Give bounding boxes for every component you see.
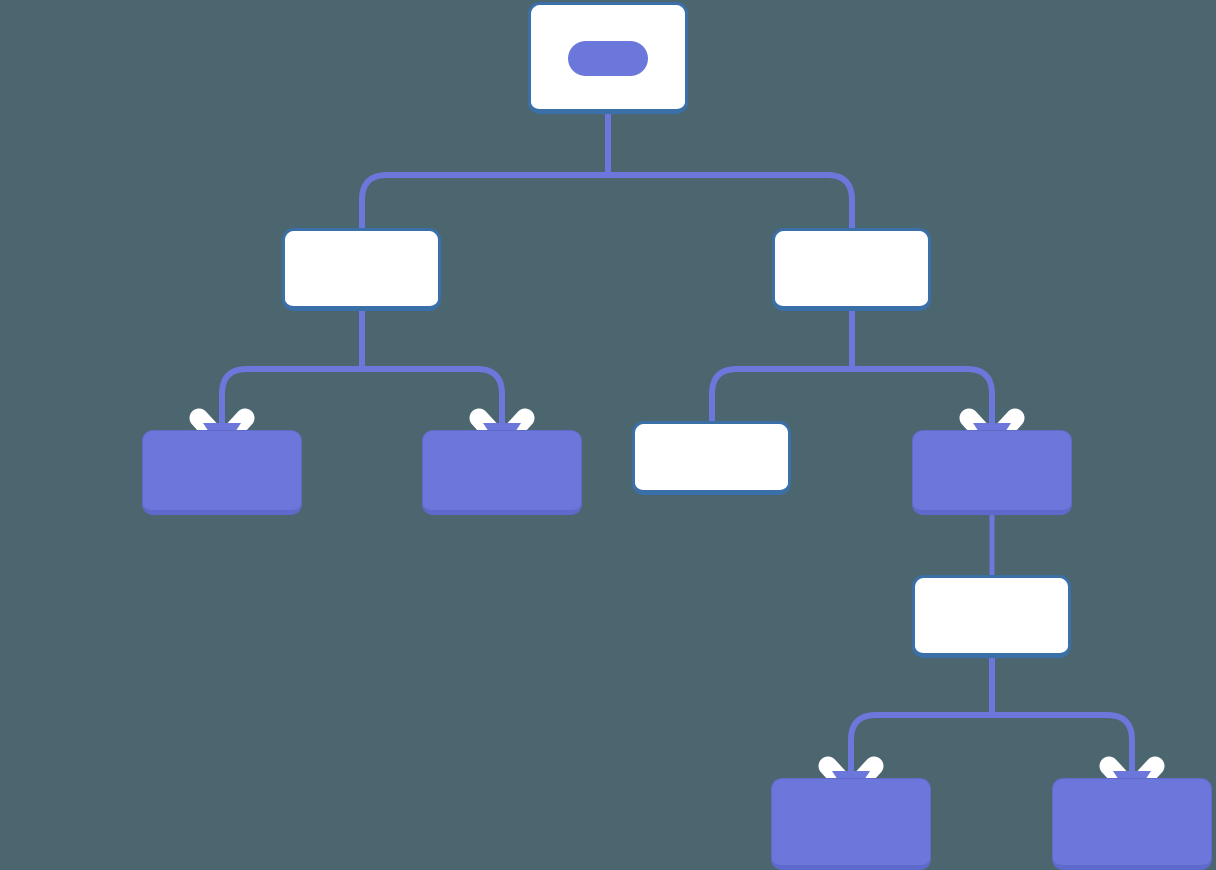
node-branch-left[interactable] xyxy=(282,228,441,311)
edge-branch-left-to-leaf-b xyxy=(362,366,505,432)
edge-branch-left-to-leaf-a xyxy=(219,311,365,432)
node-leaf-b-label xyxy=(423,431,581,510)
node-leaf-a-label xyxy=(143,431,301,510)
node-branch-left-label xyxy=(285,231,438,306)
edge-branch-right-to-white-c xyxy=(709,311,855,424)
node-leaf-b[interactable] xyxy=(422,430,582,515)
node-leaf-g-label xyxy=(1053,779,1211,865)
edge-white-e-to-leaf-f xyxy=(848,658,995,780)
node-branch-d-label xyxy=(913,431,1071,510)
node-leaf-a[interactable] xyxy=(142,430,302,515)
node-white-c[interactable] xyxy=(632,421,791,495)
node-branch-d[interactable] xyxy=(912,430,1072,515)
node-branch-right-label xyxy=(775,231,928,306)
edge-white-e-to-leaf-g xyxy=(992,712,1135,780)
node-white-c-label xyxy=(635,424,788,490)
node-branch-right[interactable] xyxy=(772,228,931,311)
node-white-e-label xyxy=(915,578,1068,653)
edge-branch-right-to-branch-d xyxy=(852,366,995,432)
node-leaf-f-label xyxy=(772,779,930,865)
node-white-e[interactable] xyxy=(912,575,1071,658)
node-leaf-f[interactable] xyxy=(771,778,931,870)
node-leaf-g[interactable] xyxy=(1052,778,1212,870)
node-root-pill-badge xyxy=(568,41,648,76)
